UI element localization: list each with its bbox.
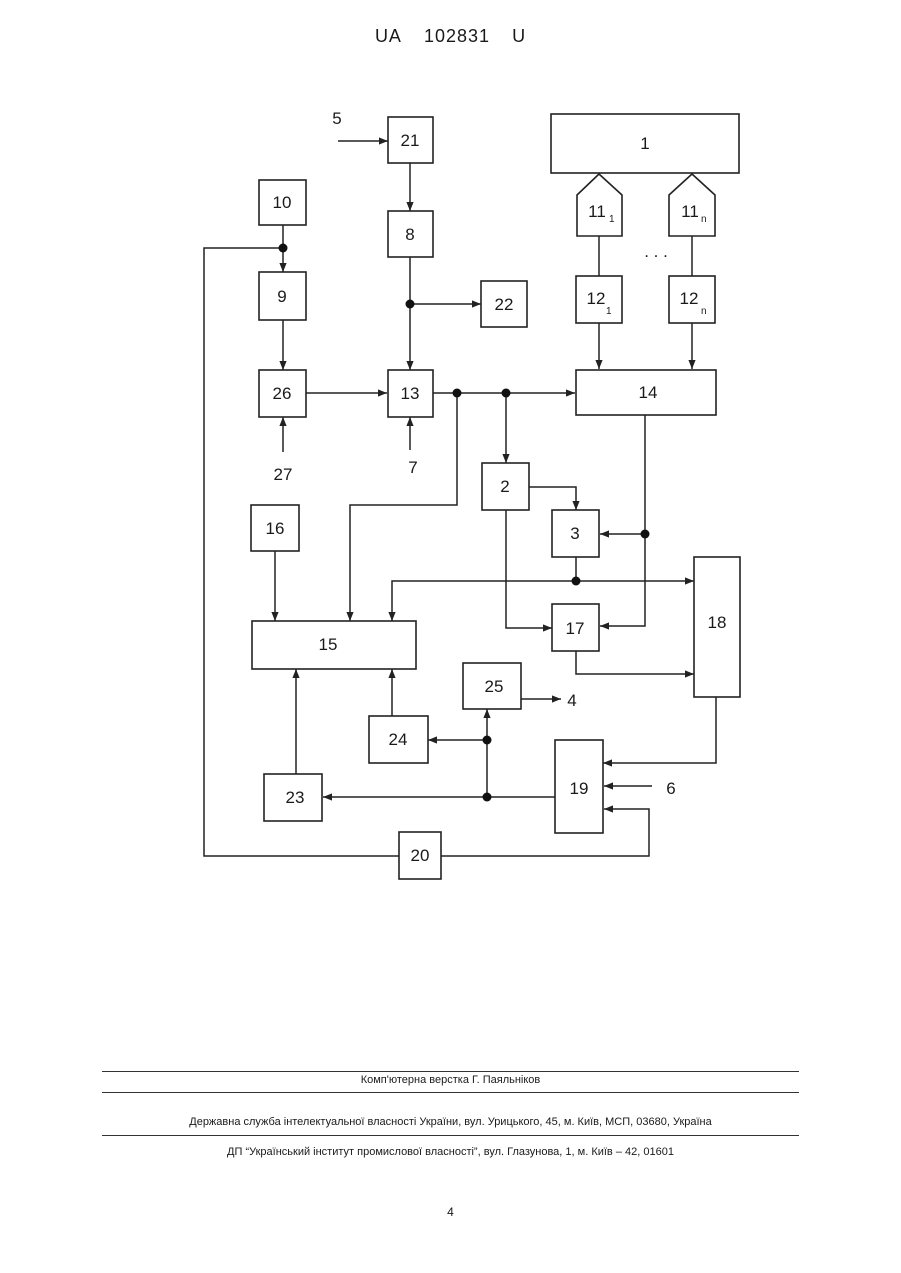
block-12-1: 12 1: [576, 276, 622, 323]
block-label: 26: [273, 384, 292, 403]
block-label: 14: [639, 383, 658, 402]
signal-6-label: 6: [666, 779, 675, 798]
block-24: 24: [369, 716, 428, 763]
ellipsis-label: . . .: [644, 242, 668, 261]
block-23: 23: [264, 774, 322, 821]
junction-node: [483, 736, 492, 745]
block-11-1: 11 1: [577, 174, 622, 236]
footer-rule: [102, 1092, 799, 1093]
block-21: 21: [388, 117, 433, 163]
signal-27-label: 27: [274, 465, 293, 484]
block-label: 23: [286, 788, 305, 807]
block-3: 3: [552, 510, 599, 557]
block-19: 19: [555, 740, 603, 833]
block-label: 18: [708, 613, 727, 632]
agency-address: Державна служба інтелектуальної власност…: [0, 1116, 901, 1128]
block-2: 2: [482, 463, 529, 510]
block-label: 16: [266, 519, 285, 538]
signal-4-label: 4: [567, 691, 576, 710]
block-label: 17: [566, 619, 585, 638]
block-subscript: 1: [609, 214, 615, 225]
block-diagram: 1 11 1 11 n 12 1 12 n 21 10 8 9 22: [0, 0, 901, 1000]
junction-node: [453, 389, 462, 398]
block-label: 24: [389, 730, 408, 749]
footer-rule: [102, 1071, 799, 1072]
junction-node: [406, 300, 415, 309]
block-8: 8: [388, 211, 433, 257]
block-16: 16: [251, 505, 299, 551]
block-1: 1: [551, 114, 739, 173]
institute-address: ДП “Український інститут промислової вла…: [0, 1146, 901, 1158]
block-25: 25: [463, 663, 521, 709]
layout-credit: Комп'ютерна верстка Г. Паяльніков: [0, 1074, 901, 1086]
block-label: 3: [570, 524, 579, 543]
block-11-n: 11 n: [669, 174, 715, 236]
block-label: 2: [500, 477, 509, 496]
block-22: 22: [481, 281, 527, 327]
block-26: 26: [259, 370, 306, 417]
block-15: 15: [252, 621, 416, 669]
junction-node: [279, 244, 288, 253]
block-20: 20: [399, 832, 441, 879]
block-label: 25: [485, 677, 504, 696]
block-subscript: 1: [606, 306, 612, 317]
junction-node: [572, 577, 581, 586]
footer-rule: [102, 1135, 799, 1136]
block-subscript: n: [701, 306, 707, 317]
block-10: 10: [259, 180, 306, 225]
junction-node: [641, 530, 650, 539]
block-label: 15: [319, 635, 338, 654]
block-label: 9: [277, 287, 286, 306]
block-18: 18: [694, 557, 740, 697]
block-subscript: n: [701, 214, 707, 225]
block-label: 22: [495, 295, 514, 314]
block-12-n: 12 n: [669, 276, 715, 323]
block-label: 8: [405, 225, 414, 244]
block-label: 21: [401, 131, 420, 150]
block-label: 19: [570, 779, 589, 798]
block-label: 12: [587, 289, 606, 308]
block-label: 13: [401, 384, 420, 403]
block-9: 9: [259, 272, 306, 320]
junction-node: [483, 793, 492, 802]
block-17: 17: [552, 604, 599, 651]
signal-5-label: 5: [332, 109, 341, 128]
block-label: 11: [588, 202, 606, 221]
block-label: 11: [681, 202, 699, 221]
signal-7-label: 7: [408, 458, 417, 477]
block-13: 13: [388, 370, 433, 417]
block-label: 10: [273, 193, 292, 212]
page-number: 4: [0, 1205, 901, 1219]
block-14: 14: [576, 370, 716, 415]
block-label: 20: [411, 846, 430, 865]
block-label: 1: [640, 134, 649, 153]
junction-node: [502, 389, 511, 398]
block-label: 12: [680, 289, 699, 308]
